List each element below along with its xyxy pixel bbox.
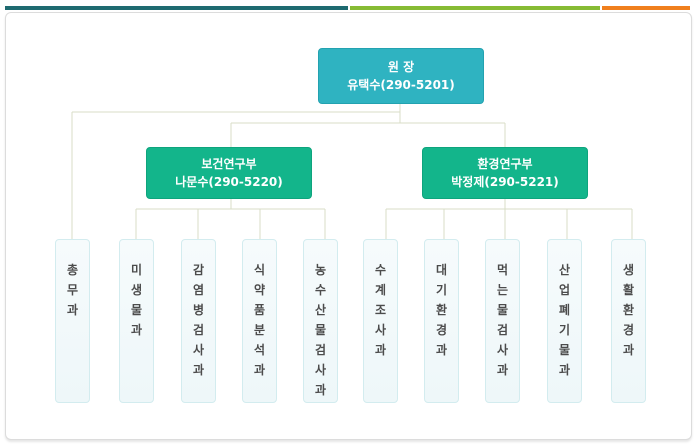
unit-label: 총무과 — [66, 263, 79, 317]
unit-label: 생활환경과 — [622, 263, 635, 357]
unit-label: 감염병검사과 — [192, 263, 205, 377]
unit-label: 수계조사과 — [374, 263, 387, 357]
unit-box-industrial-waste: 산업폐기물과 — [547, 239, 582, 403]
unit-label: 미생물과 — [130, 263, 143, 337]
dept-health-person: 나문수(290-5220) — [175, 175, 283, 189]
director-title: 원 장 — [387, 60, 415, 74]
unit-box-water-survey: 수계조사과 — [363, 239, 398, 403]
dept-health-box: 보건연구부 나문수(290-5220) — [146, 147, 312, 199]
dept-environment-title: 환경연구부 — [477, 157, 533, 171]
dept-health-title: 보건연구부 — [201, 157, 257, 171]
unit-label: 대기환경과 — [435, 263, 448, 357]
unit-box-food-drug: 식약품분석과 — [242, 239, 277, 403]
unit-box-drinking-water: 먹는물검사과 — [485, 239, 520, 403]
accent-bar-left — [5, 6, 348, 10]
unit-label: 산업폐기물과 — [558, 263, 571, 377]
dept-environment-box: 환경연구부 박정제(290-5221) — [422, 147, 588, 199]
unit-label: 농수산물검사과 — [314, 263, 327, 397]
director-person: 유택수(290-5201) — [347, 78, 455, 92]
unit-box-infectious-disease: 감염병검사과 — [181, 239, 216, 403]
unit-label: 먹는물검사과 — [496, 263, 509, 377]
accent-bar-right — [602, 6, 690, 10]
unit-box-microbiology: 미생물과 — [119, 239, 154, 403]
unit-box-air-environment: 대기환경과 — [424, 239, 459, 403]
unit-label: 식약품분석과 — [253, 263, 266, 377]
dept-environment-person: 박정제(290-5221) — [451, 175, 559, 189]
accent-bar-middle — [350, 6, 600, 10]
unit-box-general-affairs: 총무과 — [55, 239, 90, 403]
unit-box-agri-marine: 농수산물검사과 — [303, 239, 338, 403]
unit-box-living-environment: 생활환경과 — [611, 239, 646, 403]
director-box: 원 장 유택수(290-5201) — [318, 48, 484, 104]
